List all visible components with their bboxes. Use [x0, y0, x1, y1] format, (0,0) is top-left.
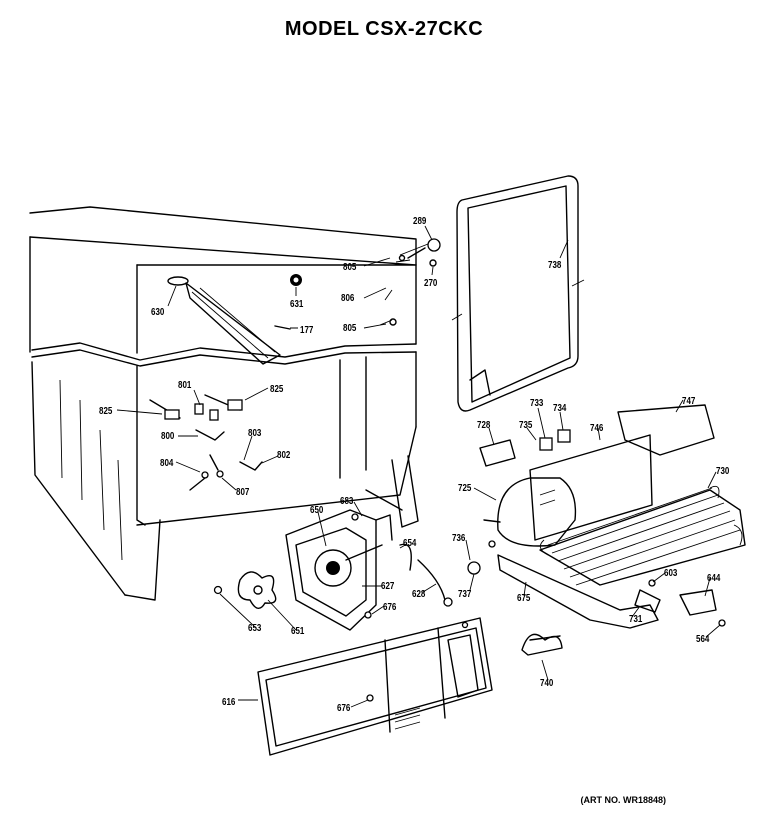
part-label-p630: 630 — [151, 307, 165, 318]
part-label-p627: 627 — [381, 581, 395, 592]
part-label-p725: 725 — [458, 483, 472, 494]
part-label-p801: 801 — [178, 380, 192, 391]
part-label-p628: 628 — [412, 589, 426, 600]
part-label-p735: 735 — [519, 420, 533, 431]
part-label-p806: 806 — [341, 293, 355, 304]
harness-drawing — [521, 633, 563, 656]
gasket-drawing — [451, 175, 585, 412]
part-label-p737: 737 — [458, 589, 472, 600]
part-label-p825a: 825 — [270, 384, 284, 395]
part-label-p804: 804 — [160, 458, 174, 469]
fan-blade-drawing — [213, 571, 277, 609]
part-label-p736: 736 — [452, 533, 466, 544]
cabinet-drawing — [29, 206, 441, 601]
part-label-p734: 734 — [553, 403, 567, 414]
part-label-p802: 802 — [277, 450, 291, 461]
part-label-p676a: 676 — [383, 602, 397, 613]
part-label-p738: 738 — [548, 260, 562, 271]
part-label-p805a: 805 — [343, 262, 357, 273]
part-label-p289: 289 — [413, 216, 427, 227]
part-label-p747: 747 — [682, 396, 696, 407]
part-label-p730: 730 — [716, 466, 730, 477]
part-label-p564: 564 — [696, 634, 710, 645]
part-label-p631: 631 — [290, 299, 304, 310]
part-label-p740: 740 — [540, 678, 554, 689]
part-label-p653: 653 — [248, 623, 262, 634]
cover-panel-drawing — [257, 617, 493, 756]
part-label-p683: 683 — [340, 496, 354, 507]
part-label-p616: 616 — [222, 697, 236, 708]
art-number: (ART NO. WR18848) — [580, 795, 666, 805]
part-label-p675: 675 — [517, 593, 531, 604]
leader-lines — [116, 225, 721, 708]
part-label-p603: 603 — [664, 568, 678, 579]
part-label-p731: 731 — [629, 614, 643, 625]
part-label-p805b: 805 — [343, 323, 357, 334]
part-label-p644: 644 — [707, 573, 721, 584]
part-label-p676b: 676 — [337, 703, 351, 714]
part-label-p803: 803 — [248, 428, 262, 439]
part-label-p270: 270 — [424, 278, 438, 289]
part-label-p177: 177 — [300, 325, 314, 336]
compressor-condenser-drawing — [467, 404, 746, 629]
part-label-p651: 651 — [291, 626, 305, 637]
part-label-p807: 807 — [236, 487, 250, 498]
page-title: MODEL CSX-27CKC — [284, 18, 484, 40]
part-label-p825b: 825 — [99, 406, 113, 417]
part-label-p733: 733 — [530, 398, 544, 409]
part-label-p728: 728 — [477, 420, 491, 431]
fan-bracket-drawing — [285, 509, 453, 631]
part-label-p800: 800 — [161, 431, 175, 442]
part-label-p746: 746 — [590, 423, 604, 434]
part-label-p654: 654 — [403, 538, 417, 549]
part-label-p650: 650 — [310, 505, 324, 516]
